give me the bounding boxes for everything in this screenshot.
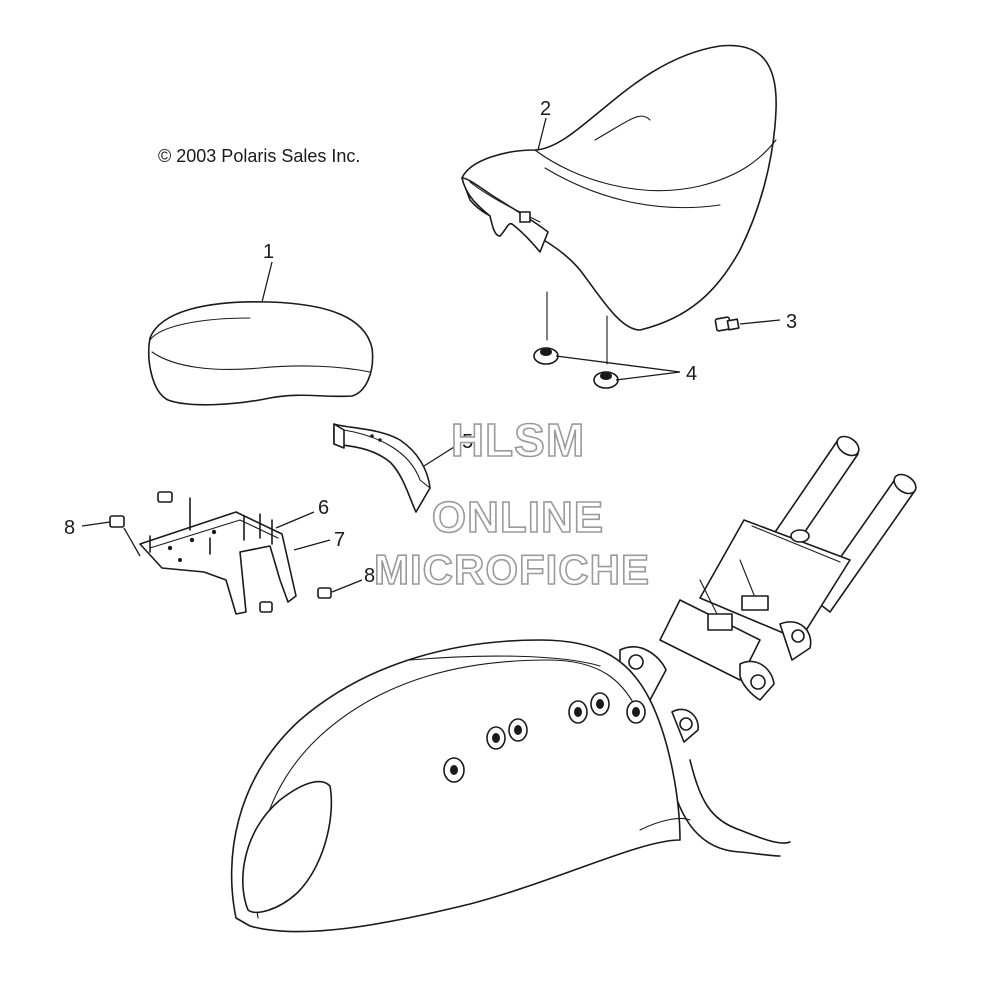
leader-8a bbox=[81, 521, 111, 527]
copyright-text: © 2003 Polaris Sales Inc. bbox=[158, 146, 360, 166]
bolt-left[interactable] bbox=[109, 515, 125, 528]
leader-4 bbox=[555, 355, 681, 381]
bumper-pad[interactable] bbox=[333, 423, 431, 513]
callout-1[interactable]: 1 bbox=[263, 241, 274, 263]
leader-5 bbox=[423, 441, 463, 467]
callout-3[interactable]: 3 bbox=[786, 311, 797, 333]
driver-seat[interactable] bbox=[461, 44, 777, 331]
leader-8b bbox=[331, 579, 363, 593]
front-fender[interactable] bbox=[230, 639, 691, 933]
watermark-line3: MICROFICHE bbox=[374, 546, 650, 593]
leader-2 bbox=[537, 117, 547, 151]
seat-bracket[interactable] bbox=[139, 511, 297, 615]
callout-5[interactable]: 5 bbox=[462, 431, 473, 453]
fork-assembly[interactable] bbox=[619, 433, 919, 857]
callout-7[interactable]: 7 bbox=[334, 529, 345, 551]
grommet-right[interactable] bbox=[593, 315, 619, 389]
leader-3 bbox=[739, 319, 781, 325]
leader-6 bbox=[275, 511, 315, 529]
callout-8-left[interactable]: 8 bbox=[64, 517, 75, 539]
callout-2[interactable]: 2 bbox=[540, 98, 551, 120]
leader-8a-2 bbox=[123, 527, 141, 557]
callout-8-right[interactable]: 8 bbox=[364, 565, 375, 587]
grommet-left[interactable] bbox=[533, 291, 559, 365]
callout-6[interactable]: 6 bbox=[318, 497, 329, 519]
bracket-studs bbox=[149, 491, 273, 555]
leader-1 bbox=[261, 261, 273, 303]
passenger-seat[interactable] bbox=[148, 300, 374, 406]
watermark-line2: ONLINE bbox=[432, 493, 604, 542]
callout-4[interactable]: 4 bbox=[686, 363, 697, 385]
seat-screw[interactable] bbox=[714, 316, 740, 332]
bolt-right[interactable] bbox=[259, 587, 332, 613]
leader-7 bbox=[293, 539, 331, 551]
watermark-line1: HLSM bbox=[451, 414, 585, 466]
